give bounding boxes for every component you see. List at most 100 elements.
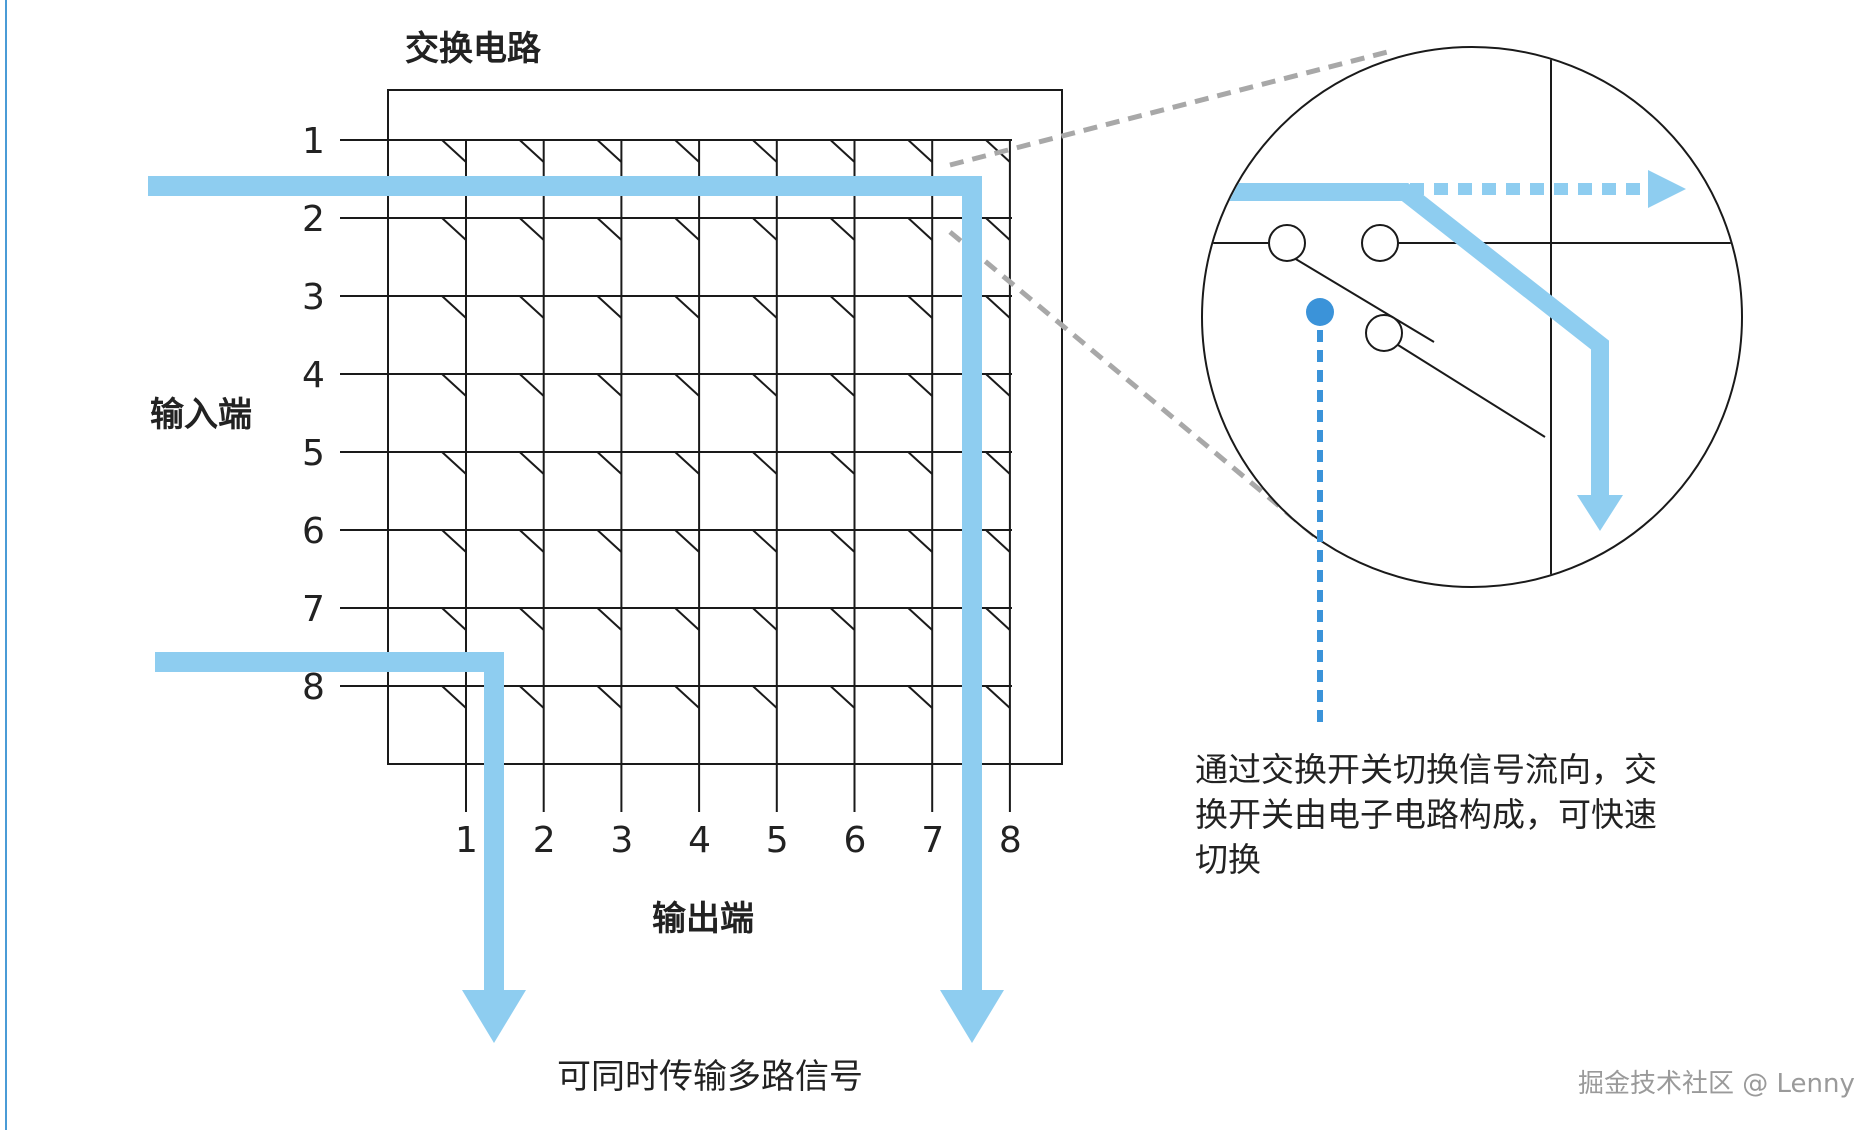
crosspoint-switch-8-4 [674,685,700,709]
crosspoint-switch-4-2 [519,373,545,397]
crosspoint-switch-2-5 [752,217,778,241]
zoom-blocked-arrow [1648,170,1686,208]
crosspoint-switch-2-1 [441,217,467,241]
crosspoint-switch-6-4 [674,529,700,553]
watermark: 掘金技术社区 @ Lenny [1578,1069,1855,1099]
zoom-guide-upper [949,47,1396,168]
signal-arrow-col1 [462,990,526,1043]
input-number-5: 5 [302,433,325,474]
signal-arrow-col7 [940,990,1004,1043]
crosspoint-switch-6-1 [441,529,467,553]
crosspoint-switch-5-3 [596,451,623,475]
crosspoint-switch-7-6 [829,607,856,631]
callout-line-3: 切换 [1195,840,1261,879]
zoom-signal-path [1228,183,1609,500]
crosspoint-switch-2-6 [829,217,856,241]
crosspoint-switch-2-3 [596,217,623,241]
crosspoint-switch-6-3 [596,529,623,553]
callout-text: 通过交换开关切换信号流向，交 换开关由电子电路构成，可快速 切换 [1195,750,1657,879]
input-number-4: 4 [302,355,325,396]
crosspoint-switch-3-8 [985,295,1011,319]
zoom-guide-lower [948,230,1322,542]
crosspoint-switch-7-8 [985,607,1011,631]
crosspoint-switch-2-8 [985,217,1011,241]
crosspoint-switch-6-7 [907,529,933,553]
crosspoint-switch-6-6 [829,529,856,553]
crosspoint-switch-5-6 [829,451,856,475]
output-label: 输出端 [652,899,754,939]
crosspoint-switch-7-4 [674,607,700,631]
input-number-8: 8 [302,667,325,708]
input-number-6: 6 [302,511,325,552]
callout-line-1: 通过交换开关切换信号流向，交 [1195,750,1657,789]
crosspoint-switch-3-1 [441,295,467,319]
crosspoint-switch-6-5 [752,529,778,553]
crosspoint-switch-8-3 [596,685,623,709]
crosspoint-switch-2-4 [674,217,700,241]
output-number-1: 1 [455,820,478,861]
callout-line-2: 换开关由电子电路构成，可快速 [1195,795,1657,834]
circuit-box [387,89,1063,765]
crosspoint-switch-4-7 [907,373,933,397]
crosspoint-switch-3-6 [829,295,856,319]
crosspoint-switch-3-2 [519,295,545,319]
crosspoint-switch-4-4 [674,373,700,397]
crosspoint-switch-2-7 [907,217,933,241]
switch-terminal-c [1365,314,1403,352]
input-number-7: 7 [302,589,325,630]
crosspoint-switch-8-5 [752,685,778,709]
output-number-7: 7 [921,820,944,861]
signal-path-row8-to-col1 [155,652,504,995]
input-number-2: 2 [302,199,325,240]
output-number-4: 4 [688,820,711,861]
crosspoint-switch-1-3 [596,139,623,163]
crosspoint-switch-7-1 [441,607,467,631]
crosspoint-switch-7-7 [907,607,933,631]
output-number-5: 5 [766,820,789,861]
crosspoint-switch-1-6 [829,139,856,163]
input-number-3: 3 [302,277,325,318]
zoom-detail [1203,48,1741,586]
switch-control-dot [1306,298,1334,326]
crosspoint-switch-4-1 [441,373,467,397]
switch-matrix [340,139,1012,812]
output-number-3: 3 [610,820,633,861]
crosspoint-switch-1-1 [441,139,467,163]
crosspoint-switch-5-1 [441,451,467,475]
zoom-output-lead [1397,344,1546,438]
input-number-1: 1 [302,121,325,162]
crosspoint-switch-5-8 [985,451,1011,475]
crosspoint-switch-8-2 [519,685,545,709]
crosspoint-switch-3-7 [907,295,933,319]
output-number-2: 2 [533,820,556,861]
zoom-switch-arm [1283,251,1435,343]
crosspoint-switch-5-4 [674,451,700,475]
switch-terminal-a [1268,224,1306,262]
crosspoint-switch-7-3 [596,607,623,631]
crosspoint-switch-3-3 [596,295,623,319]
crosspoint-switch-4-8 [985,373,1011,397]
output-number-8: 8 [999,820,1022,861]
crosspoint-switch-8-1 [441,685,467,709]
crosspoint-switch-3-4 [674,295,700,319]
crosspoint-switch-8-8 [985,685,1011,709]
crosspoint-switch-5-7 [907,451,933,475]
crosspoint-switch-1-4 [674,139,700,163]
crosspoint-switch-7-5 [752,607,778,631]
input-number-labels: 1 2 3 4 5 6 7 8 [302,121,325,708]
crosspoint-switch-7-2 [519,607,545,631]
crosspoint-switch-1-2 [519,139,545,163]
crosspoint-switch-2-2 [519,217,545,241]
crosspoint-switch-5-2 [519,451,545,475]
input-label: 输入端 [150,395,252,435]
caption: 可同时传输多路信号 [557,1057,863,1097]
crosspoint-switch-4-6 [829,373,856,397]
crosspoint-switch-3-5 [752,295,778,319]
switch-terminal-b [1361,224,1399,262]
crosspoint-switch-8-7 [907,685,933,709]
crosspoint-switch-6-2 [519,529,545,553]
zoom-signal-arrow [1577,495,1623,531]
signal-path-row2-to-col7 [148,176,982,995]
